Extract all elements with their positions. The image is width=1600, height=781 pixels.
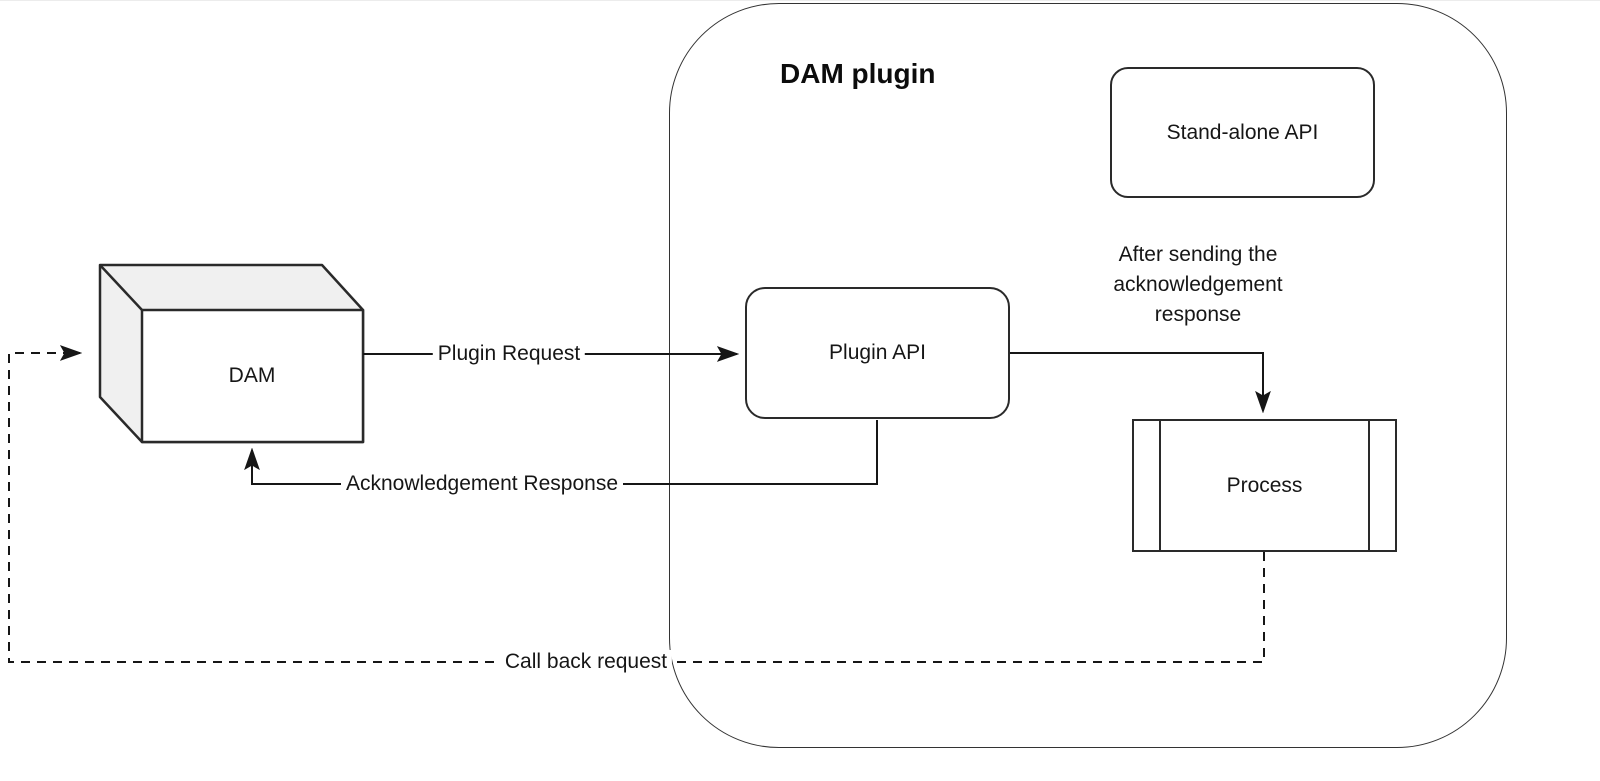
call-back-request-arrow <box>8 353 1265 663</box>
plugin-api-to-process-arrow <box>1010 352 1263 411</box>
stand-alone-api-label: Stand-alone API <box>1166 120 1319 144</box>
process-label: Process <box>1226 473 1303 497</box>
dam-plugin-container <box>669 3 1507 748</box>
plugin-api-label: Plugin API <box>829 341 926 365</box>
dam-cube-edge <box>99 264 143 311</box>
process-left-bar <box>1159 421 1161 550</box>
process-node: Process <box>1132 419 1397 552</box>
stand-alone-api-node: Stand-alone API <box>1110 67 1375 198</box>
after-sending-note: After sending the acknowledgement respon… <box>1113 243 1283 326</box>
call-back-request-label: Call back request <box>499 650 673 674</box>
dam-plugin-title: DAM plugin <box>780 58 936 89</box>
dam-cube-front-face <box>140 308 365 444</box>
process-right-bar <box>1368 421 1370 550</box>
acknowledgement-response-label: Acknowledgement Response <box>341 472 623 496</box>
dam-cube <box>98 263 365 444</box>
plugin-api-node: Plugin API <box>745 287 1010 419</box>
dam-node-label: DAM <box>228 364 276 387</box>
plugin-request-label: Plugin Request <box>432 342 586 366</box>
